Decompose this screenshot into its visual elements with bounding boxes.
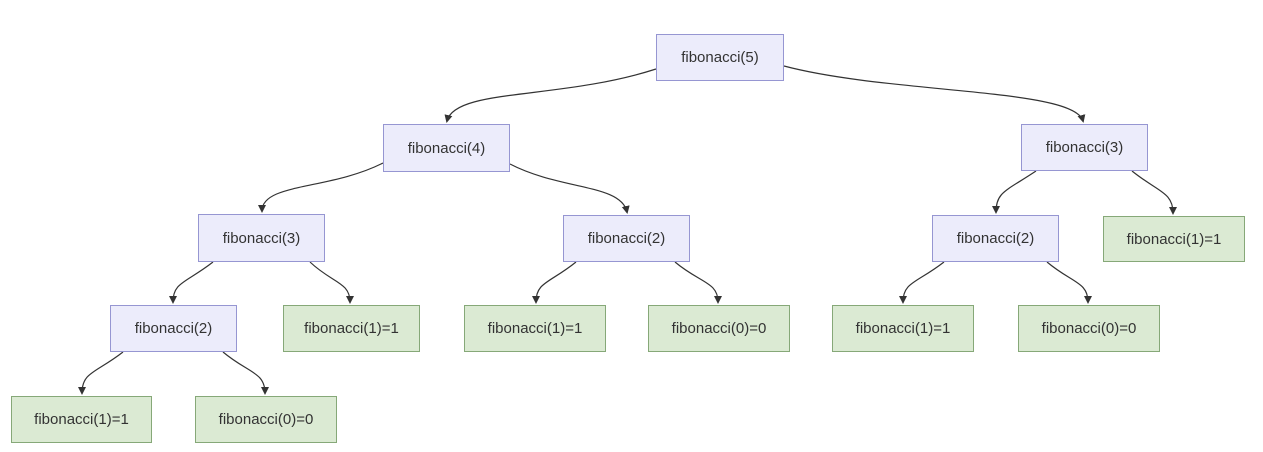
node-fibonacci-0-mid-leaf: fibonacci(0)=0 — [648, 305, 790, 352]
edge-fib2-mid-fib0-mid — [674, 261, 722, 304]
node-fibonacci-5: fibonacci(5) — [656, 34, 784, 81]
node-fibonacci-2-left: fibonacci(2) — [110, 305, 237, 352]
edge-fib5-fib3-right — [783, 65, 1086, 123]
node-fibonacci-1-bottom-leaf: fibonacci(1)=1 — [11, 396, 152, 443]
edge-fib3-right-fib2-right — [992, 170, 1037, 214]
node-fibonacci-0-right-leaf: fibonacci(0)=0 — [1018, 305, 1160, 352]
edge-fib3-left-fib1-left — [309, 261, 354, 304]
node-fibonacci-1-right2-leaf: fibonacci(1)=1 — [832, 305, 974, 352]
node-fibonacci-3-left: fibonacci(3) — [198, 214, 325, 262]
edge-fib3-right-fib1-right — [1131, 170, 1177, 215]
edge-fib4-fib3-left — [258, 162, 384, 213]
node-fibonacci-3-right: fibonacci(3) — [1021, 124, 1148, 171]
node-fibonacci-0-bottom-leaf: fibonacci(0)=0 — [195, 396, 337, 443]
node-fibonacci-1-left-leaf: fibonacci(1)=1 — [283, 305, 420, 352]
edge-fib2-left-fib0-bottom — [222, 351, 269, 395]
node-fibonacci-1-right-leaf: fibonacci(1)=1 — [1103, 216, 1245, 262]
edge-fib5-fib4 — [444, 68, 657, 123]
edge-fib2-right-fib1-right2 — [899, 261, 945, 304]
edge-fib2-left-fib1-bottom — [78, 351, 124, 395]
node-fibonacci-2-mid: fibonacci(2) — [563, 215, 690, 262]
node-fibonacci-1-mid-leaf: fibonacci(1)=1 — [464, 305, 606, 352]
edge-fib4-fib2-mid — [509, 163, 630, 214]
node-fibonacci-4: fibonacci(4) — [383, 124, 510, 172]
edge-fib2-mid-fib1-mid — [532, 261, 577, 304]
edge-fib3-left-fib2-left — [169, 261, 214, 304]
node-fibonacci-2-right: fibonacci(2) — [932, 215, 1059, 262]
edge-fib2-right-fib0-right — [1046, 261, 1092, 304]
